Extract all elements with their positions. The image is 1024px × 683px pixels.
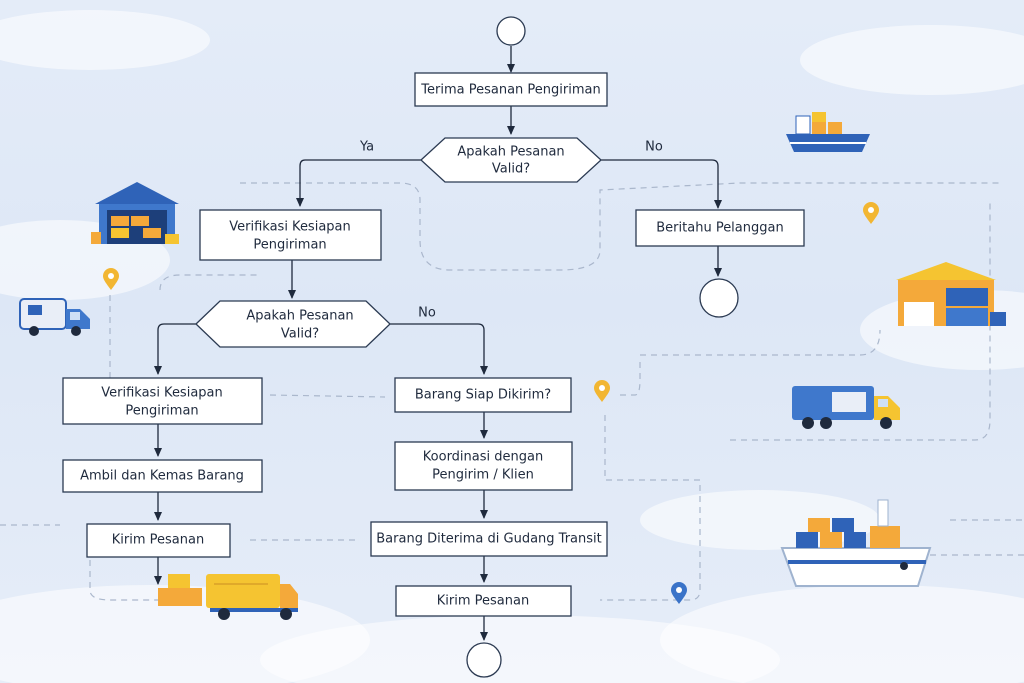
decision-2-label-line1: Apakah Pesanan	[246, 309, 353, 324]
node-verifikasi-top-label-line2: Pengiriman	[253, 238, 326, 253]
decision-node-1: Apakah Pesanan Valid?	[420, 137, 602, 183]
node-barang-diterima: Barang Diterima di Gudang Transit	[370, 521, 608, 557]
node-barang-diterima-label: Barang Diterima di Gudang Transit	[376, 532, 601, 547]
container-ship-icon	[780, 499, 932, 587]
location-pin-icon	[594, 380, 610, 402]
box-truck-icon	[792, 386, 900, 429]
node-kirim-left: Kirim Pesanan	[86, 523, 231, 558]
flow-edges	[154, 46, 722, 641]
decision-2-label-line2: Valid?	[281, 327, 319, 342]
decision-1-label-line1: Apakah Pesanan	[457, 145, 564, 160]
node-koordinasi-label-line2: Pengirim / Klien	[432, 468, 534, 483]
node-barang-siap-label: Barang Siap Dikirim?	[415, 388, 551, 403]
start-node	[496, 16, 526, 46]
node-kirim-right-label: Kirim Pesanan	[437, 594, 529, 609]
node-verifikasi-left: Verifikasi Kesiapan Pengiriman	[62, 377, 263, 425]
node-ambil: Ambil dan Kemas Barang	[62, 459, 263, 493]
container-warehouse-icon	[896, 262, 1006, 326]
node-beritahu-label: Beritahu Pelanggan	[656, 221, 783, 236]
node-koordinasi-label-line1: Koordinasi dengan	[423, 450, 543, 465]
node-kirim-left-label: Kirim Pesanan	[112, 533, 204, 548]
edge-decision2-no	[390, 323, 488, 375]
location-pin-icon	[103, 268, 119, 290]
delivery-van-icon	[19, 298, 90, 336]
box-truck-icon	[158, 574, 298, 620]
node-kirim-right: Kirim Pesanan	[395, 585, 572, 617]
location-pin-icon	[671, 582, 687, 604]
route-lines	[0, 182, 1024, 601]
decision-node-2: Apakah Pesanan Valid?	[195, 300, 391, 348]
node-barang-siap: Barang Siap Dikirim?	[394, 377, 572, 413]
node-verifikasi-top: Verifikasi Kesiapan Pengiriman	[199, 209, 382, 261]
edge-decision1-no	[601, 159, 722, 209]
node-verifikasi-left-label-line1: Verifikasi Kesiapan	[101, 386, 223, 401]
location-pin-icon	[863, 202, 879, 224]
node-terima-label: Terima Pesanan Pengiriman	[420, 83, 600, 98]
node-verifikasi-left-label-line2: Pengiriman	[125, 404, 198, 419]
node-ambil-label: Ambil dan Kemas Barang	[80, 469, 244, 484]
cargo-ship-icon	[786, 112, 870, 152]
edge-label-no-mid: No	[418, 306, 436, 321]
end-node	[699, 278, 739, 318]
node-terima: Terima Pesanan Pengiriman	[414, 72, 608, 107]
node-beritahu: Beritahu Pelanggan	[635, 209, 805, 247]
node-verifikasi-top-label-line1: Verifikasi Kesiapan	[229, 220, 351, 235]
decision-1-label-line2: Valid?	[492, 162, 530, 177]
end-node	[466, 642, 502, 678]
node-koordinasi: Koordinasi dengan Pengirim / Klien	[394, 441, 573, 491]
edge-decision1-ya	[296, 159, 421, 207]
edge-label-no-top: No	[645, 140, 663, 155]
edge-label-ya: Ya	[359, 140, 374, 155]
edge-decision2-yes	[154, 323, 196, 375]
warehouse-icon	[91, 182, 179, 244]
